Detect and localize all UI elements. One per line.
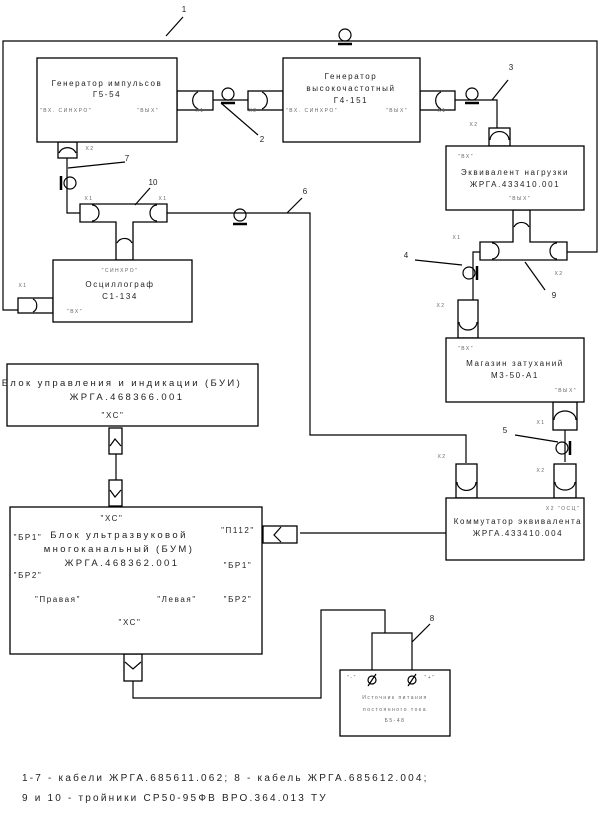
port-label: "СИНХРО" [102,268,139,274]
label: Х2 [436,303,445,309]
device-code: ЖРГА.468366.001 [70,392,185,403]
port-label: Х2 "ОСЦ" [546,506,580,512]
terminal-label: "-" [347,675,357,681]
connector-labels: Х1 Х2 Х1 Х2 Х2 Х1 Х1 Х1 Х1 Х2 Х2 Х1 Х2 Х… [18,108,563,474]
device-title: Эквивалент нагрузки [461,168,569,177]
label: Х1 [452,235,461,241]
device-title: Генератор [325,72,378,81]
label: Х2 [85,146,94,152]
device-model: Г4-151 [334,96,368,105]
hf-generator-g4-151: Генератор высокочастотный Г4-151 "ВХ. СИ… [282,57,421,143]
power-supply-b5-48: "-" "+" Источник питания постоянного ток… [339,669,451,737]
device-model: С1-134 [102,292,138,301]
bum-unit: "ХС" "БР1" Блок ультразвуковой многокана… [9,506,263,655]
port-label: "ВЫХ" [386,108,408,114]
label: 4 [404,251,409,260]
device-code: ЖРГА.433410.001 [470,180,560,189]
coax-symbols [59,28,572,455]
label: Х2 [437,454,446,460]
port-label: "ХС" [102,411,125,420]
port-label: "БР2" [14,571,43,580]
label: Х1 [437,108,446,114]
device-model: Б5-48 [385,718,406,724]
label: 7 [125,154,130,163]
device-title: Блок управления и индикации (БУИ) [2,378,242,389]
load-equivalent: "ВХ" Эквивалент нагрузки ЖРГА.433410.001… [445,145,585,211]
device-code: ЖРГА.433410.004 [473,529,563,538]
port-label: "Правая" [35,595,81,604]
port-label: "Левая" [157,595,197,604]
label: Х1 [195,108,204,114]
connectors [17,90,578,682]
label: 2 [260,135,265,144]
label: 6 [303,187,308,196]
bui-unit: Блок управления и индикации (БУИ) ЖРГА.4… [2,363,259,427]
device-title: Блок ультразвуковой [50,530,188,541]
terminal-icon [407,675,417,685]
device-code: ЖРГА.468362.001 [65,558,180,569]
label: 5 [503,426,508,435]
port-label: "БР1" [224,561,253,570]
label: Х2 [248,108,257,114]
label: 8 [430,614,435,623]
device-title: постоянного тока [363,707,427,713]
terminal-label: "+" [425,675,436,681]
oscilloscope-c1-134: "СИНХРО" Осциллограф С1-134 "ВХ" [52,259,193,323]
equivalent-switch: Х2 "ОСЦ" Коммутатор эквивалента ЖРГА.433… [445,497,585,561]
label: Х2 [469,122,478,128]
port-label: "ВХ" [458,346,474,352]
port-label: "ХС" [101,514,124,523]
device-title: Генератор импульсов [52,79,163,88]
port-label: "БР1" [14,533,43,542]
footer-note-cables: 1-7 - кабели ЖРГА.685611.062; 8 - кабель… [22,772,429,784]
label: 9 [552,291,557,300]
attenuator-m3-50-a1: "ВХ" Магазин затуханий М3-50-А1 "ВЫХ" [445,337,585,403]
port-label: "ВХ" [458,154,474,160]
label: Х1 [18,283,27,289]
device-title: Источник питания [362,695,428,701]
port-label: "П112" [221,526,255,535]
footer-note-tees: 9 и 10 - тройники СР50-95ФВ ВРО.364.013 … [22,793,328,804]
device-model: М3-50-А1 [491,371,539,380]
device-model: Г5-54 [93,90,121,99]
device-title: многоканальный (БУМ) [44,544,195,555]
label: Х1 [84,196,93,202]
callouts: 1 2 3 4 5 6 7 8 9 10 [67,5,559,643]
label: Х2 [554,271,563,277]
label: Х1 [536,420,545,426]
port-label: "БР2" [224,595,253,604]
label: Х2 [536,468,545,474]
label: 10 [149,178,158,187]
device-title: Магазин затуханий [466,359,564,368]
device-title: Осциллограф [85,280,154,289]
port-label: "ВХ. СИНХРО" [40,108,92,114]
port-label: "ВХ" [67,309,83,315]
label: 3 [509,63,514,72]
port-label: "ВЫХ" [555,388,577,394]
port-label: "ВЫХ" [509,196,531,202]
label: 1 [182,5,187,14]
device-title: высокочастотный [306,84,395,93]
label: Х1 [158,196,167,202]
port-label: "ВЫХ" [137,108,159,114]
terminal-icon [367,675,377,685]
port-label: "ХС" [119,618,142,627]
pulse-generator-g5-54: Генератор импульсов Г5-54 "ВХ. СИНХРО" "… [36,57,178,143]
device-title: Коммутатор эквивалента [454,517,582,526]
port-label: "ВХ. СИНХРО" [286,108,338,114]
wires [2,40,598,699]
